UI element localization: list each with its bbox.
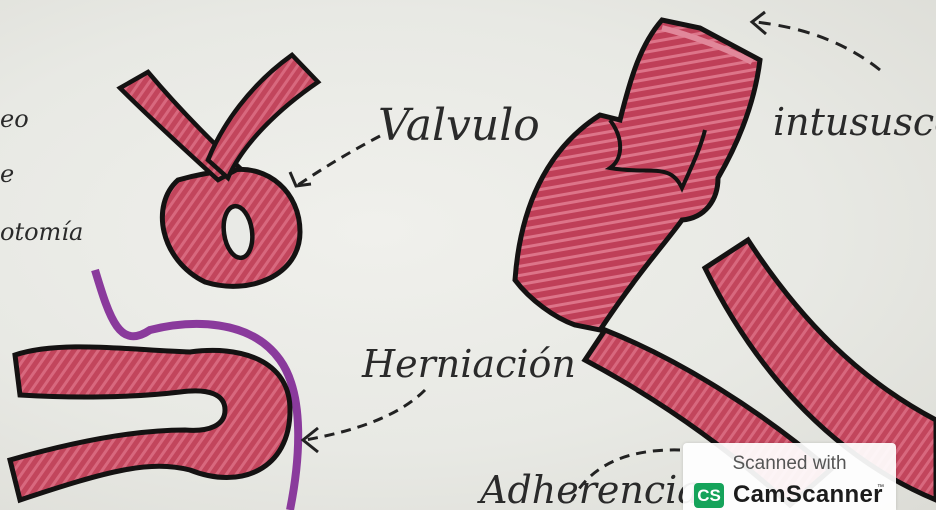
- margin-text-1: eo: [0, 105, 29, 133]
- intussusception-drawing: [515, 12, 880, 330]
- label-herniation: Herniación: [362, 342, 576, 386]
- watermark-scanned-with: Scanned with: [683, 453, 896, 475]
- label-volvulus: Valvulo: [378, 100, 540, 151]
- herniation-drawing: [10, 270, 425, 510]
- trademark-mark: ™: [877, 484, 884, 491]
- camscanner-logo-icon: CS: [694, 483, 724, 508]
- volvulus-drawing: [120, 55, 380, 286]
- camscanner-watermark: Scanned with CS CamScanner ™: [683, 443, 896, 510]
- margin-text-2: e: [0, 160, 14, 188]
- label-intussusception: intususcepci: [773, 100, 936, 144]
- watermark-brand: CamScanner: [733, 481, 883, 509]
- margin-text-3: otomía: [0, 218, 83, 246]
